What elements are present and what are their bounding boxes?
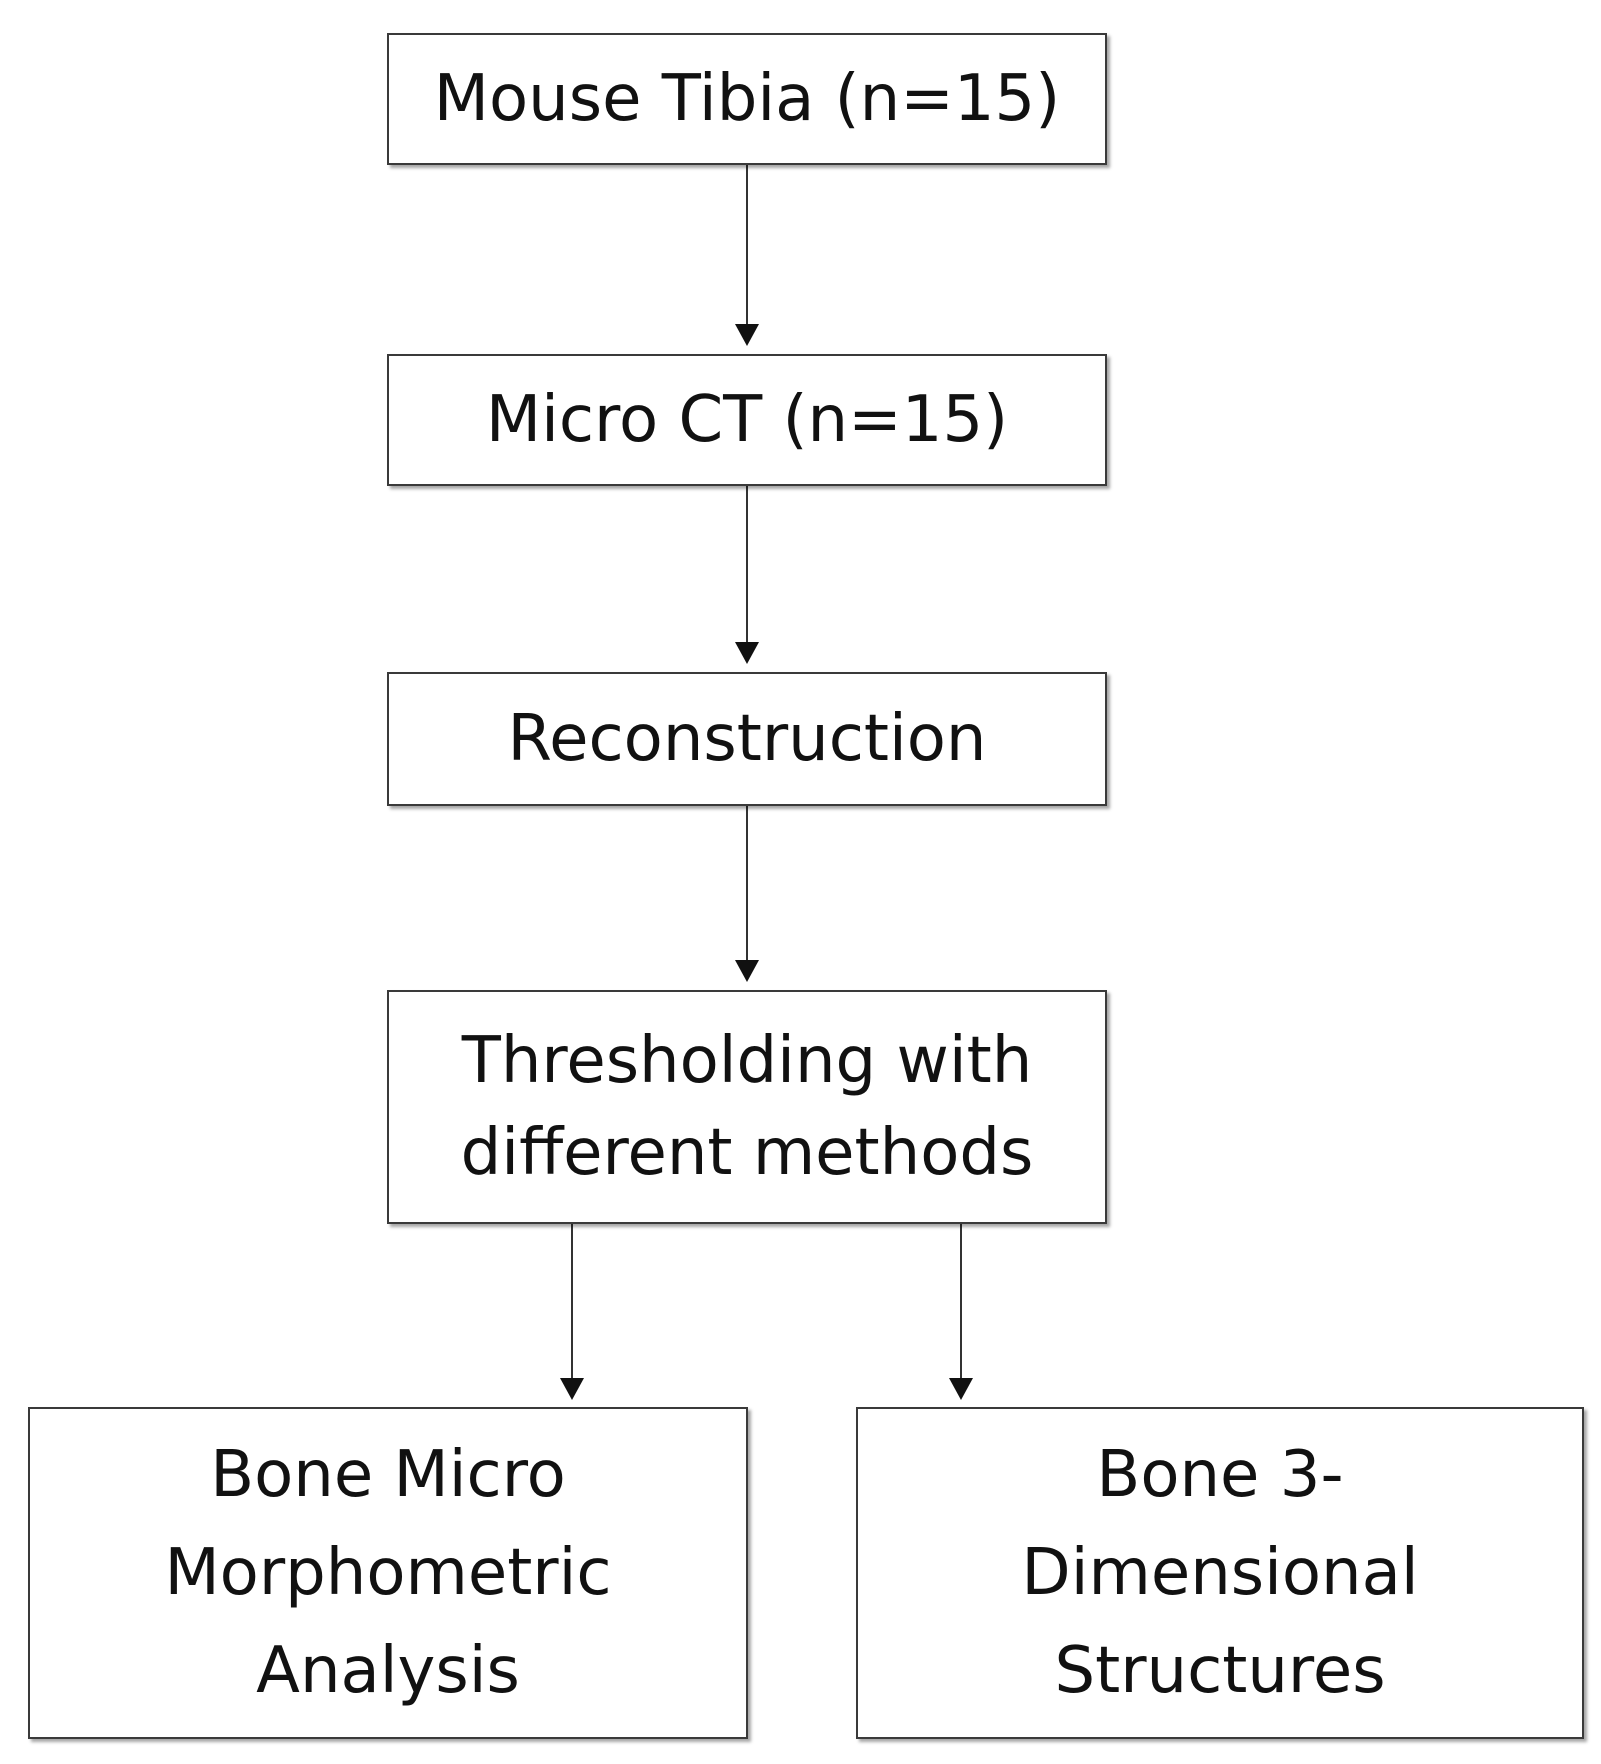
node-thresholding: Thresholding with different methods <box>387 990 1107 1224</box>
arrow-thresholding-to-structures <box>949 1224 973 1400</box>
node-morphometric-analysis-label: Bone Micro Morphometric Analysis <box>164 1438 612 1708</box>
node-micro-ct: Micro CT (n=15) <box>387 354 1107 486</box>
node-micro-ct-label: Micro CT (n=15) <box>485 383 1009 457</box>
node-reconstruction-label: Reconstruction <box>507 702 987 776</box>
node-thresholding-label: Thresholding with different methods <box>460 1024 1034 1190</box>
node-reconstruction: Reconstruction <box>387 672 1107 806</box>
arrow-thresholding-to-morphometric <box>560 1224 584 1400</box>
node-morphometric-analysis: Bone Micro Morphometric Analysis <box>28 1407 748 1739</box>
node-3d-structures-label: Bone 3- Dimensional Structures <box>1021 1438 1419 1708</box>
node-mouse-tibia: Mouse Tibia (n=15) <box>387 33 1107 165</box>
arrow-microct-to-reconstruction <box>735 486 759 664</box>
node-mouse-tibia-label: Mouse Tibia (n=15) <box>433 62 1061 136</box>
arrow-tibia-to-microct <box>735 165 759 346</box>
arrow-reconstruction-to-thresholding <box>735 806 759 982</box>
node-3d-structures: Bone 3- Dimensional Structures <box>856 1407 1584 1739</box>
